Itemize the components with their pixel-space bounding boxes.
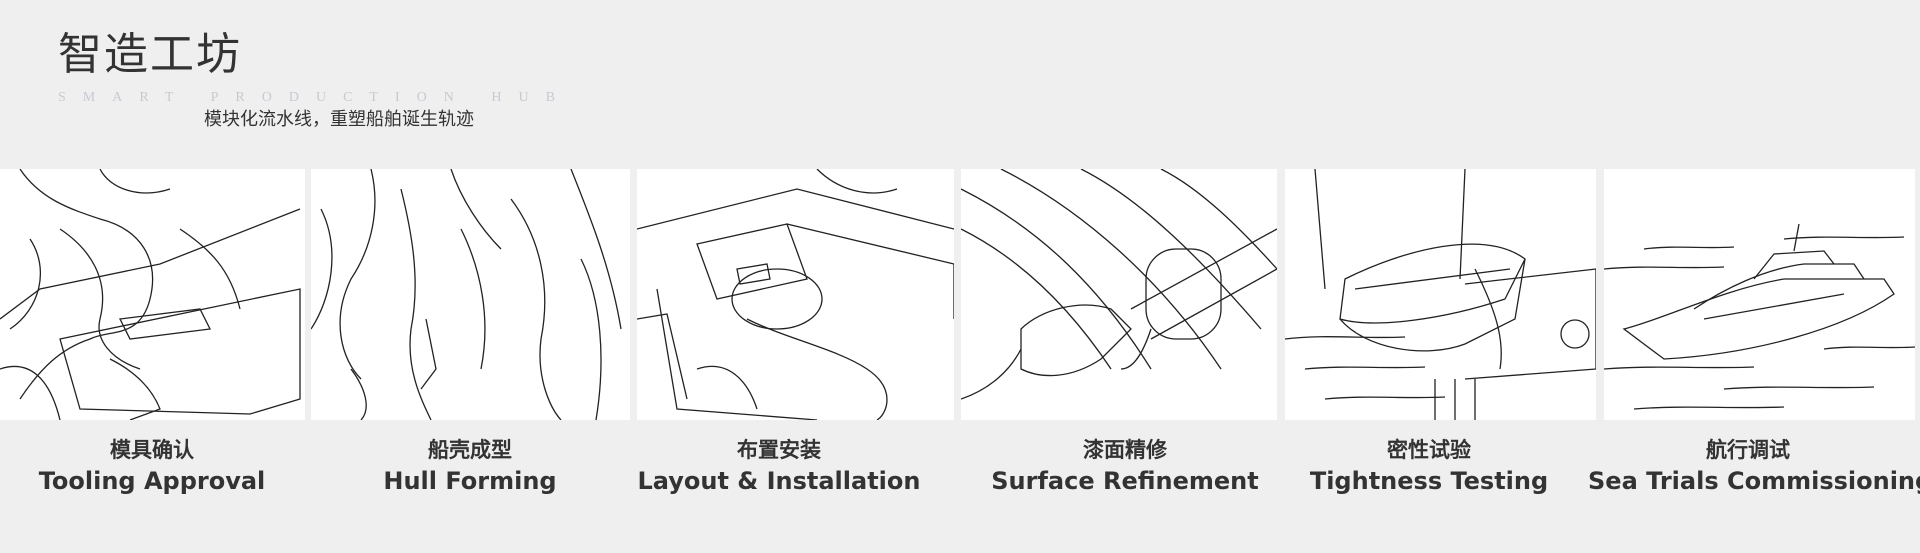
process-step-labels: 模具确认 Tooling Approval 船壳成型 Hull Forming … [0,436,1920,506]
step-4-label: 漆面精修 Surface Refinement [965,436,1285,498]
step-4-label-en: Surface Refinement [991,467,1259,495]
page-title: 智造工坊 [58,29,242,80]
step-5-label: 密性试验 Tightness Testing [1269,436,1589,498]
page-subtitle-en: SMART PRODUCTION HUB [58,90,572,105]
step-2-label: 船壳成型 Hull Forming [310,436,630,498]
step-6-label-en: Sea Trials Commissioning [1588,467,1920,495]
step-2-illustration [311,169,630,420]
step-4-label-cn: 漆面精修 [1083,438,1167,462]
step-4-illustration [961,169,1277,420]
step-3-label-cn: 布置安装 [737,438,821,462]
page-header: 智造工坊 [58,28,242,82]
step-1-illustration [0,169,305,420]
step-1-label-cn: 模具确认 [110,438,194,462]
step-3-label-en: Layout & Installation [637,467,921,495]
step-5-illustration [1285,169,1596,420]
step-6-label: 航行调试 Sea Trials Commissioning [1588,436,1920,498]
step-6-illustration [1604,169,1915,420]
page-subtitle-cn: 模块化流水线，重塑船舶诞生轨迹 [204,109,474,130]
process-illustration-strip [0,169,1920,420]
step-2-label-en: Hull Forming [383,467,557,495]
step-5-label-cn: 密性试验 [1387,438,1471,462]
step-2-label-cn: 船壳成型 [428,438,512,462]
step-6-label-cn: 航行调试 [1706,438,1790,462]
step-1-label: 模具确认 Tooling Approval [0,436,312,498]
step-3-illustration [637,169,954,420]
step-5-label-en: Tightness Testing [1309,467,1549,495]
step-1-label-en: Tooling Approval [38,467,266,495]
step-3-label: 布置安装 Layout & Installation [619,436,939,498]
